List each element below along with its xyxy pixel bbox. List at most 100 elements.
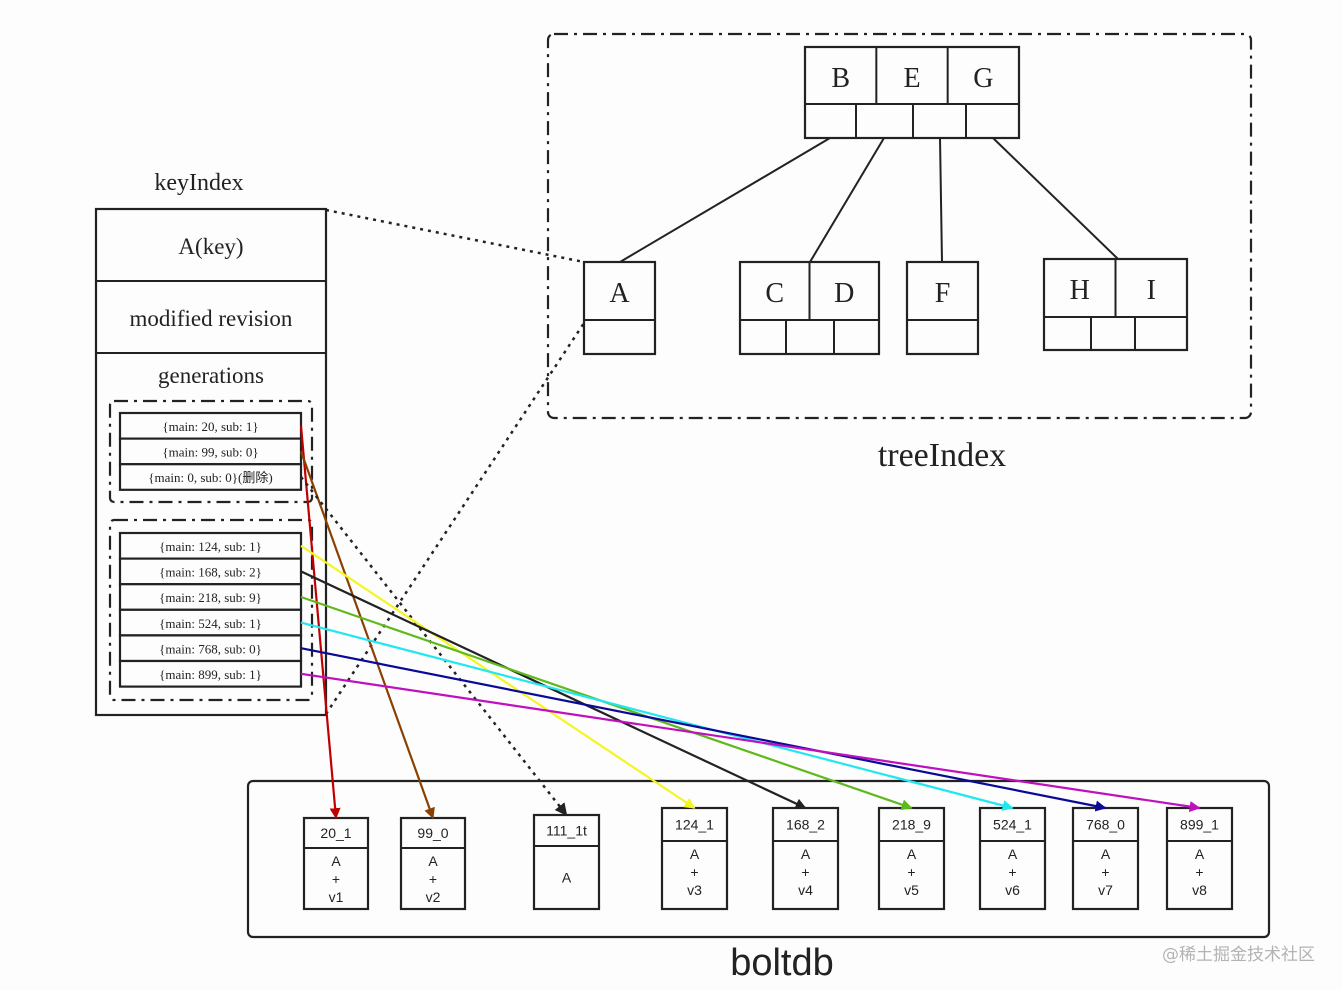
record-value-line: v3	[687, 882, 702, 898]
revision-label: {main: 20, sub: 1}	[162, 419, 258, 434]
record-value-line: A	[1101, 846, 1111, 862]
revision-row[interactable]: {main: 99, sub: 0}	[118, 437, 303, 466]
record-box	[877, 806, 946, 911]
record-value-line: +	[429, 871, 437, 887]
record-box	[771, 806, 840, 911]
leaf-key: F	[935, 278, 951, 309]
revision-row[interactable]: {main: 168, sub: 2}	[118, 557, 303, 586]
generation: {main: 20, sub: 1} {main: 99, sub: 0} {mai…	[108, 399, 314, 504]
watermark: @稀土掘金技术社区	[1162, 945, 1315, 965]
revision-row[interactable]: {main: 768, sub: 0}	[118, 634, 303, 663]
revision-row[interactable]: {main: 218, sub: 9}	[118, 583, 303, 611]
revision-arrow	[300, 672, 1201, 812]
revision-cell	[118, 437, 303, 466]
boltdb-record[interactable]: 524_1A+v6	[978, 806, 1047, 911]
record-box	[532, 813, 601, 911]
record-value-line: +	[1101, 864, 1109, 880]
leaf-key: C	[765, 278, 784, 309]
revision-label: {main: 524, sub: 1}	[159, 616, 262, 631]
boltdb-records: 20_1A+v199_0A+v2111_1tA124_1A+v3168_2A+v…	[302, 806, 1234, 911]
modified-revision-label: modified revision	[130, 306, 293, 331]
revision-label: {main: 99, sub: 0}	[162, 445, 258, 460]
boltdb-record[interactable]: 111_1tA	[532, 813, 601, 911]
record-revision: 524_1	[993, 817, 1032, 833]
revision-row[interactable]: {main: 0, sub: 0}(删除)	[118, 463, 303, 491]
record-box	[660, 806, 729, 911]
leaf-key: D	[834, 278, 854, 309]
revision-row[interactable]: {main: 899, sub: 1}	[118, 659, 303, 688]
record-value-line: A	[428, 853, 438, 869]
revision-arrow	[300, 621, 1014, 811]
revision-arrow	[299, 451, 435, 820]
boltdb-record[interactable]: 124_1A+v3	[660, 806, 729, 911]
boltdb-record[interactable]: 168_2A + v4	[771, 806, 840, 911]
record-value-line: A	[331, 853, 341, 869]
revision-label: {main: 124, sub: 1}	[159, 539, 262, 554]
record-value-line: A	[907, 846, 917, 862]
revision-arrow	[300, 544, 696, 809]
record-value-line: v5	[904, 882, 919, 898]
record-value-line: v2	[426, 889, 441, 905]
record-value-line: +	[801, 864, 809, 880]
tree-index-container	[546, 32, 1253, 420]
key-index: keyIndex A(key) modified revision genera…	[94, 170, 328, 717]
generations-list: {main: 20, sub: 1} {main: 99, sub: 0} {mai…	[108, 399, 314, 702]
leaf-node-box	[905, 260, 980, 356]
revision-row[interactable]: {main: 124, sub: 1}	[118, 531, 303, 560]
generation-frame	[108, 518, 314, 702]
record-box	[302, 816, 370, 911]
root-key: E	[903, 63, 920, 94]
record-value-line: +	[1195, 864, 1203, 880]
tree-edge	[619, 137, 831, 263]
tree-edges	[619, 137, 1119, 263]
record-value-line: v8	[1192, 882, 1207, 898]
record-value-line: A	[1008, 846, 1018, 862]
boltdb-record[interactable]: 99_0A+v2	[399, 816, 467, 911]
record-value-line: v4	[798, 882, 813, 898]
revision-cell	[118, 463, 303, 491]
record-value-line: A	[1195, 846, 1205, 862]
revision-label: {main: 899, sub: 1}	[159, 667, 262, 682]
record-box	[1165, 806, 1234, 911]
revision-cell	[118, 608, 303, 637]
revision-arrow	[300, 476, 568, 816]
record-revision: 124_1	[675, 817, 714, 833]
revision-row[interactable]: {main: 524, sub: 1}	[118, 608, 303, 637]
record-value-line: +	[907, 864, 915, 880]
leaf-node-f[interactable]: F	[905, 260, 980, 356]
boltdb: 20_1A+v199_0A+v2111_1tA124_1A+v3168_2A+v…	[246, 779, 1271, 984]
key-index-to-leaf-a-link	[324, 322, 586, 715]
boltdb-record[interactable]: 899_1A+v8	[1165, 806, 1234, 911]
leaf-node-a[interactable]: A	[582, 260, 657, 356]
revision-row[interactable]: {main: 20, sub: 1}	[118, 411, 303, 440]
tree-edge	[809, 137, 885, 263]
revision-label: {main: 218, sub: 9}	[159, 590, 262, 605]
boltdb-record[interactable]: 218_9A+v5	[877, 806, 946, 911]
boltdb-record[interactable]: 768_0A+v7	[1071, 806, 1140, 911]
record-revision: 168_2	[786, 817, 825, 833]
tree-edge	[992, 137, 1119, 260]
record-value-line: A	[801, 846, 811, 862]
record-revision: 20_1	[320, 825, 351, 841]
revision-label: {main: 0, sub: 0}(删除)	[148, 470, 272, 485]
revision-arrow	[300, 647, 1107, 812]
key-label: A(key)	[178, 234, 243, 259]
leaf-node-box	[582, 260, 657, 356]
tree-index-title: treeIndex	[878, 437, 1006, 474]
record-revision: 111_1t	[546, 823, 587, 839]
record-value-line: v7	[1098, 882, 1113, 898]
root-key: B	[831, 63, 850, 94]
generation: {main: 124, sub: 1} {main: 168, sub: 2} {m…	[108, 518, 314, 702]
record-value-line: v6	[1005, 882, 1020, 898]
record-value-line: v1	[329, 889, 344, 905]
key-index-title: keyIndex	[154, 170, 243, 196]
generations-label: generations	[158, 363, 264, 388]
revision-cell	[118, 557, 303, 586]
boltdb-record[interactable]: 20_1A+v1	[302, 816, 370, 911]
